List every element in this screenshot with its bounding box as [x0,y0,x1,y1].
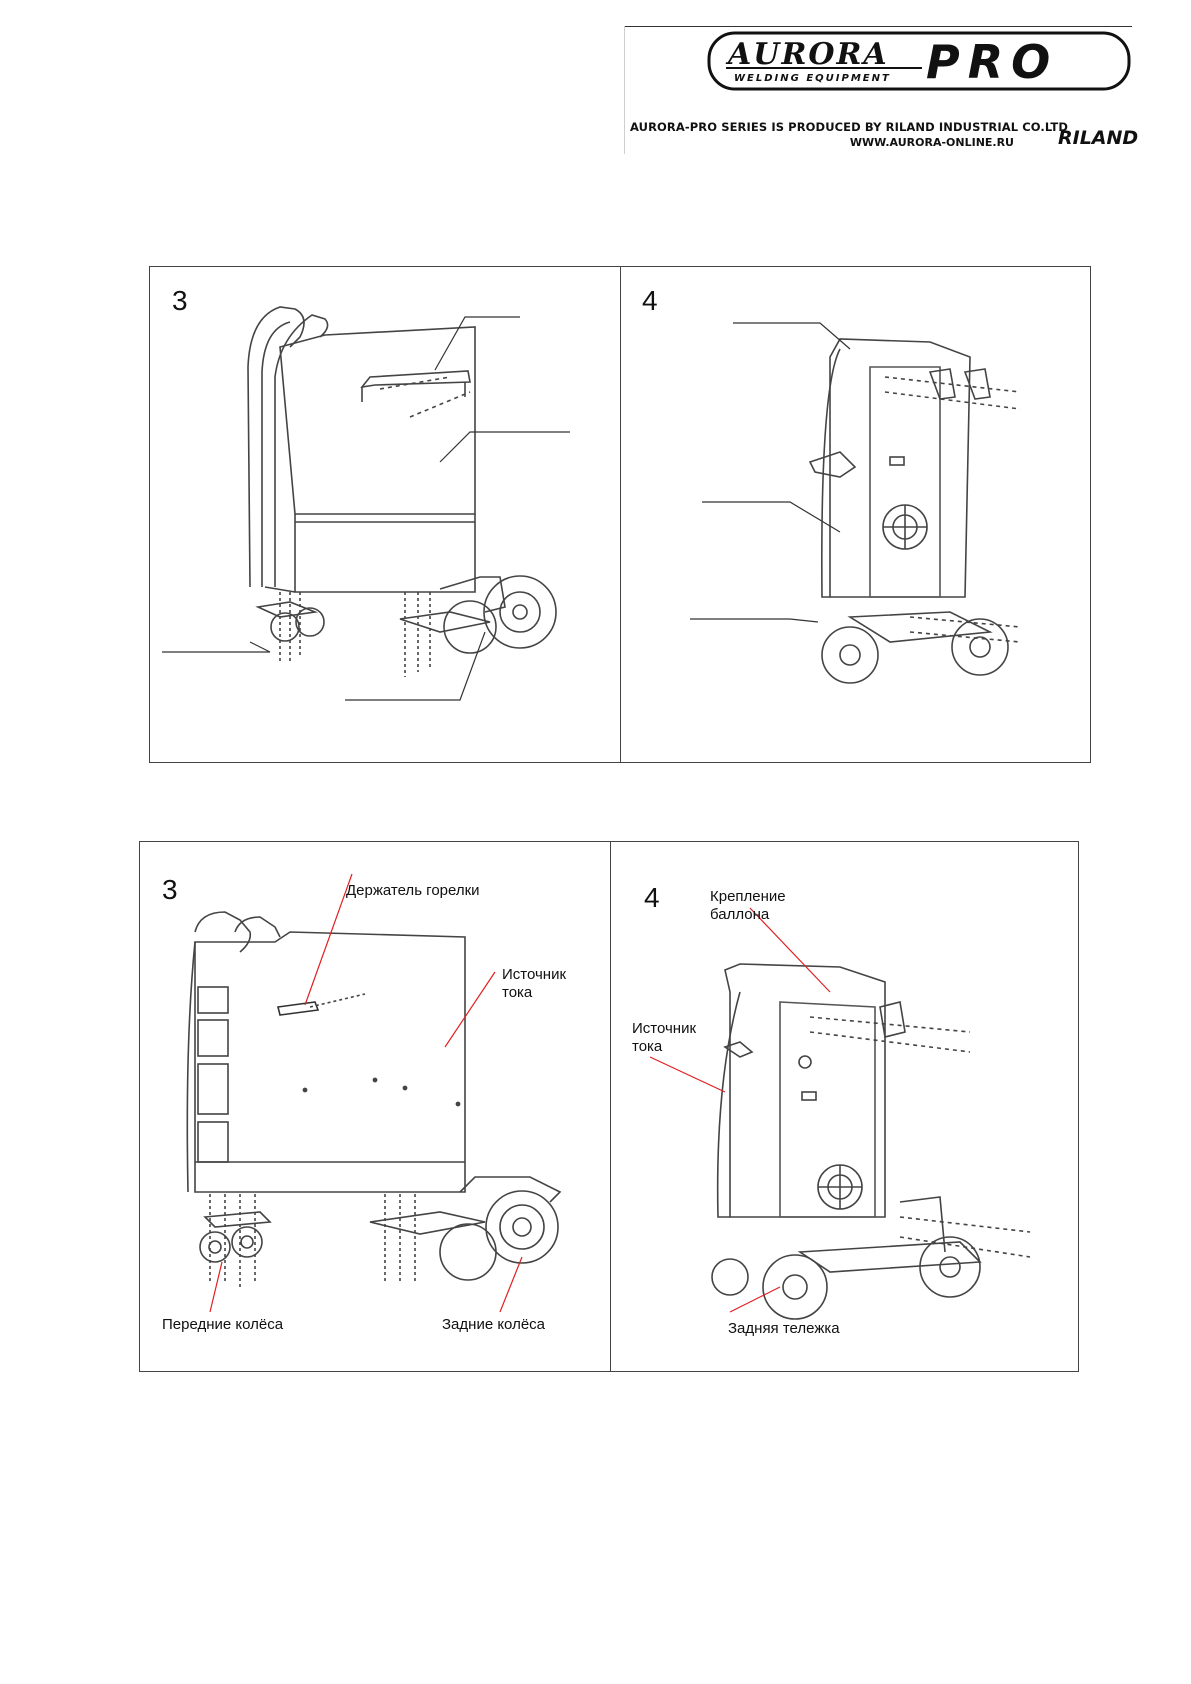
tagline: AURORA-PRO SERIES IS PRODUCED BY RILAND … [630,120,1069,134]
figure-top-panel3-number: 3 [172,285,188,316]
figure-top: 3 4 [149,266,1091,763]
aurora-pro-logo: AURORA WELDING EQUIPMENT PRO [707,31,1131,91]
label-front-wheels: Передние колёса [162,1316,284,1333]
figure-bottom-divider [610,842,611,1371]
figure-bottom-panel3-number: 3 [162,874,178,905]
label-power-source-line1: Источник [502,966,567,983]
figure-bottom: 3 4 [139,841,1079,1372]
label-torch-holder: Держатель горелки [346,882,480,899]
bottom-panel3-drawing [186,873,562,1313]
label-cylinder-mount-line1: Крепление [710,888,786,905]
label-power-source-line2: тока [502,984,533,1001]
label-cylinder-mount-line2: баллона [710,906,770,923]
top-panel4-drawing [690,322,1021,684]
document-header: AURORA WELDING EQUIPMENT PRO AURORA-PRO … [624,26,1138,154]
label-power-source-right-line2: тока [632,1038,663,1055]
riland-text: RILAND [1058,127,1138,149]
label-power-source-right-line1: Источник [632,1020,697,1037]
bottom-panel4-drawing [649,907,1031,1320]
header-rule [624,26,1132,27]
logo-word: AURORA [725,37,889,72]
website: WWW.AURORA-ONLINE.RU [849,136,1014,149]
label-rear-wheels: Задние колёса [442,1316,546,1333]
header-side-rule [624,26,625,154]
figure-top-panel4-number: 4 [642,285,658,316]
logo-pro: PRO [926,35,1058,89]
riland-logo: RILAND [1058,127,1138,149]
figure-top-divider [620,267,621,762]
top-panel3-drawing [162,306,570,701]
figure-bottom-panel4-number: 4 [644,882,660,913]
logo-sub: WELDING EQUIPMENT [734,73,891,84]
label-rear-trolley: Задняя тележка [728,1320,840,1337]
